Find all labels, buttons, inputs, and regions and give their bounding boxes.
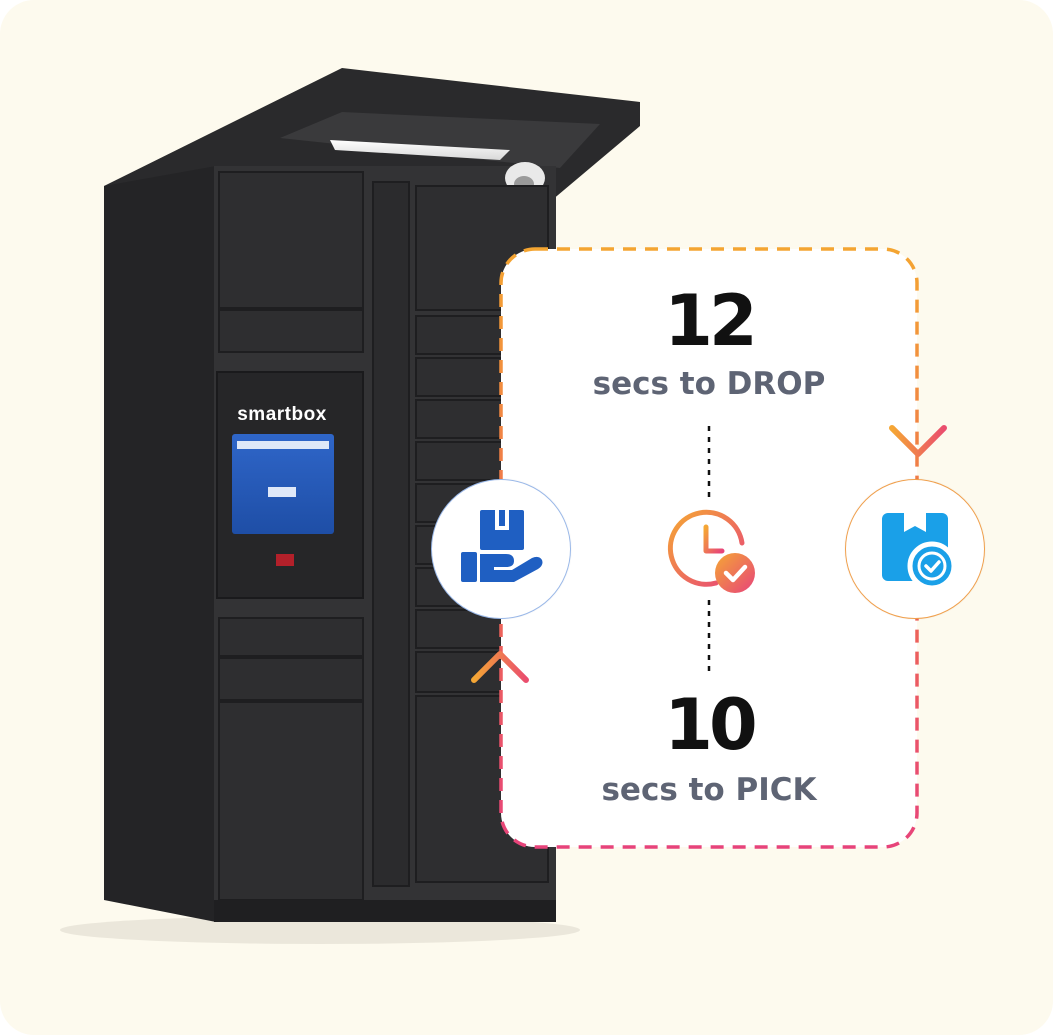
clock-check-icon bbox=[667, 509, 755, 593]
pick-time-number: 10 bbox=[664, 684, 757, 766]
drop-time-number: 12 bbox=[664, 280, 757, 362]
drop-step-circle bbox=[431, 479, 571, 619]
hand-holding-package-icon bbox=[461, 510, 543, 582]
package-check-icon bbox=[882, 513, 957, 591]
brand-logo: smartbox bbox=[237, 404, 327, 425]
drop-time-label: secs to DROP bbox=[592, 366, 826, 402]
pick-step-circle bbox=[845, 479, 985, 619]
pick-time-label: secs to PICK bbox=[601, 772, 817, 808]
